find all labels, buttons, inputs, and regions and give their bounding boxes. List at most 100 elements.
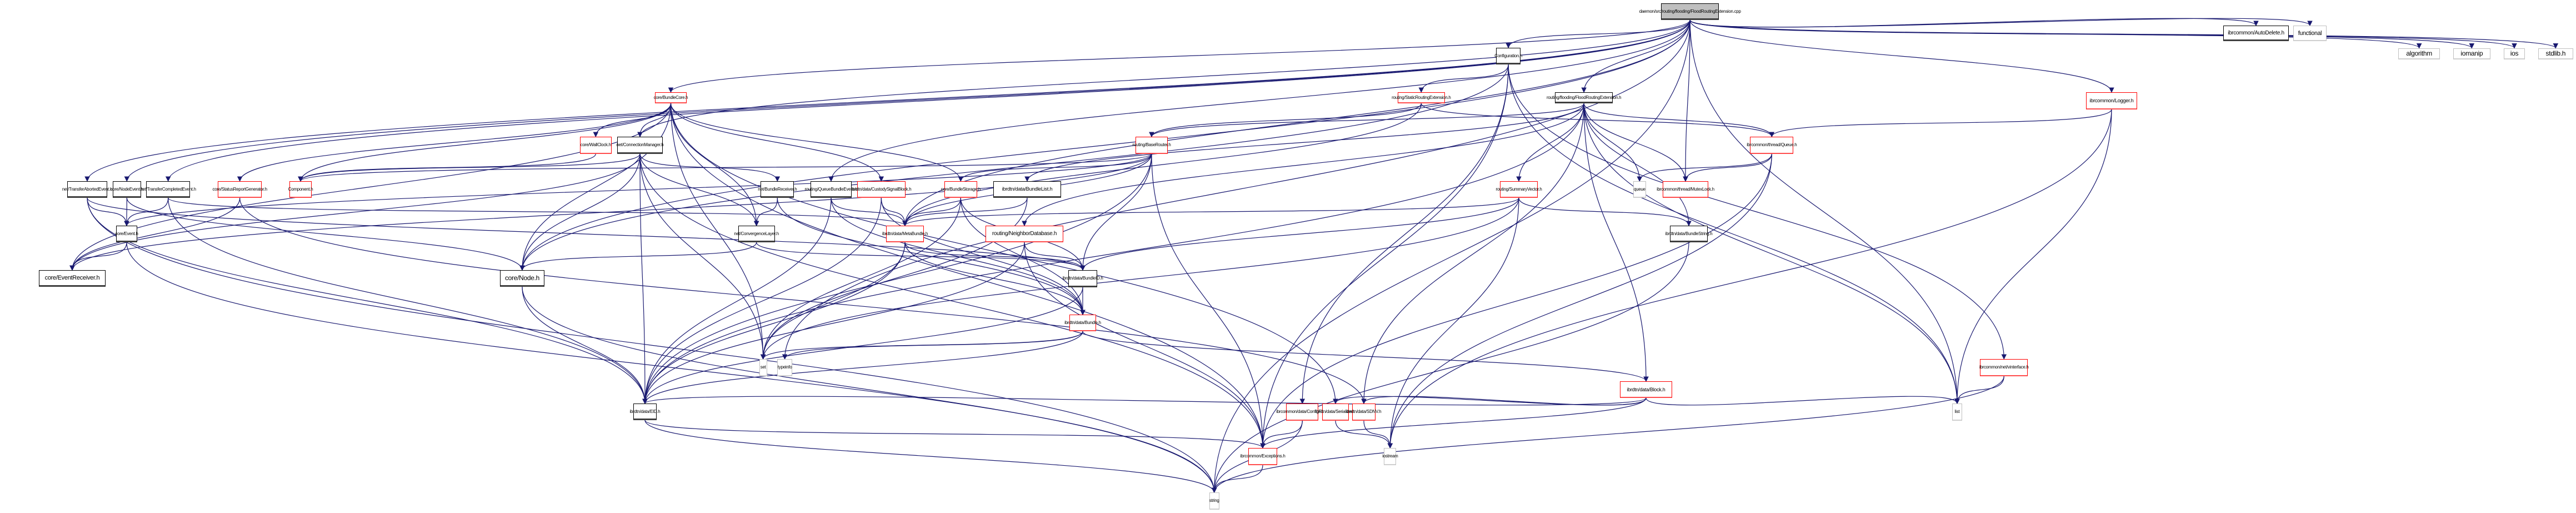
node-floodrouting-h[interactable]: routing/flooding/FloodRoutingExtension.h xyxy=(1547,92,1622,103)
edge-root-to-node xyxy=(519,19,1690,271)
edge-block-to-exceptions xyxy=(1260,397,1647,449)
edge-root-to-typeinfo xyxy=(782,19,1690,360)
node-serializer[interactable]: ibrdtn/data/Serializer.h xyxy=(1315,404,1356,421)
edge-block-to-eid xyxy=(642,396,1647,406)
node-connmgr[interactable]: net/ConnectionManager.h xyxy=(617,137,664,154)
edge-floodrouting_h-to-queue_h xyxy=(1583,103,1775,137)
edge-block-to-sdnv xyxy=(1361,396,1647,406)
edge-floodrouting_h-to-baserouter xyxy=(1149,103,1584,137)
edge-root-to-bundlecore xyxy=(668,19,1690,93)
node-exceptions[interactable]: ibrcommon/Exceptions.h xyxy=(1241,448,1286,465)
node-typeinfo: typeinfo xyxy=(777,359,792,376)
edge-bundleid-to-eid xyxy=(642,287,1083,404)
node-custodysignal[interactable]: ibrdtn/data/CustodySignalBlock.h xyxy=(851,181,912,198)
edge-bundlecore-to-exceptions xyxy=(670,103,1266,449)
edge-baserouter-to-eid xyxy=(642,153,1152,404)
node-logger[interactable]: ibrcommon/Logger.h xyxy=(2086,92,2137,109)
node-neighbordb[interactable]: routing/NeighborDatabase.h xyxy=(986,226,1063,242)
edge-floodrouting_h-to-queue xyxy=(1583,103,1643,182)
node-algorithm: algorithm xyxy=(2398,48,2440,59)
node-vinterface[interactable]: ibrcommon/net/vinterface.h xyxy=(1979,359,2029,376)
edge-summaryvector-to-bundleid xyxy=(1080,197,1519,271)
edge-neighbordb-to-eid xyxy=(642,242,1025,404)
edge-bundle-to-block xyxy=(1082,331,1649,382)
edge-bundlecore-to-node xyxy=(519,103,672,271)
node-configfile[interactable]: ibrcommon/data/ConfigFile.h xyxy=(1276,404,1329,421)
edge-block-to-list xyxy=(1645,396,1960,406)
edge-logger-to-list xyxy=(1954,109,2112,404)
edge-baserouter-to-eventreceiver xyxy=(69,153,1152,271)
node-queuebundleevent[interactable]: routing/QueueBundleEvent.h xyxy=(805,181,858,198)
edge-root-to-stdlib xyxy=(1689,19,2558,49)
edge-connmgr-to-eventreceiver xyxy=(69,153,641,271)
node-set: set xyxy=(759,359,767,376)
edge-event-to-string xyxy=(126,242,1217,493)
edge-exceptions-to-string xyxy=(1211,465,1263,493)
edge-summaryvector-to-metabundle xyxy=(902,197,1519,226)
edge-summaryvector-to-set xyxy=(760,197,1519,360)
node-mutexlock[interactable]: ibrcommon/thread/MutexLock.h xyxy=(1657,181,1714,198)
edge-configuration-to-configfile xyxy=(1299,64,1509,404)
node-staticrouting[interactable]: routing/StaticRoutingExtension.h xyxy=(1392,92,1451,103)
node-block[interactable]: ibrdtn/data/Block.h xyxy=(1620,381,1672,398)
node-autodelete[interactable]: ibrcommon/AutoDelete.h xyxy=(2223,26,2289,41)
edge-root-to-floodrouting_h xyxy=(1581,19,1690,93)
node-bundlelist[interactable]: ibrdtn/data/BundleList.h xyxy=(993,181,1061,198)
node-statusreport[interactable]: core/StatusReportGenerator.h xyxy=(213,181,267,198)
node-metabundle[interactable]: ibrdtn/data/MetaBundle.h xyxy=(882,226,928,242)
edge-configuration-to-exceptions xyxy=(1260,64,1509,449)
edge-bundle-to-eid xyxy=(642,331,1083,404)
node-bundle[interactable]: ibrdtn/data/Bundle.h xyxy=(1064,315,1101,331)
node-baserouter[interactable]: routing/BaseRouter.h xyxy=(1132,137,1171,154)
edge-node-to-string xyxy=(522,286,1217,493)
edge-floodrouting_h-to-block xyxy=(1583,103,1649,382)
edge-configuration-to-list xyxy=(1508,64,1960,404)
node-queue-h[interactable]: ibrcommon/thread/Queue.h xyxy=(1747,137,1797,154)
edge-eid-to-exceptions xyxy=(644,420,1266,449)
node-component[interactable]: Component.h xyxy=(288,181,313,198)
node-bundlestring[interactable]: ibrdtn/data/BundleString.h xyxy=(1665,226,1713,242)
edge-queue_h-to-mutexlock xyxy=(1683,153,1772,182)
node-summaryvector[interactable]: routing/SummaryVector.h xyxy=(1496,181,1542,198)
node-transfercompleted[interactable]: net/TransferCompletedEvent.h xyxy=(141,181,196,198)
edge-baserouter-to-event xyxy=(124,153,1152,226)
edge-summaryvector-to-iostream xyxy=(1387,197,1519,449)
node-eventreceiver[interactable]: core/EventReceiver.h xyxy=(39,270,106,287)
node-bundlecore[interactable]: core/BundleCore.h xyxy=(654,92,688,103)
edge-staticrouting-to-metabundle xyxy=(902,103,1422,226)
node-transferaborted[interactable]: net/TransferAbortedEvent.h xyxy=(62,181,112,198)
edge-floodrouting_h-to-summaryvector xyxy=(1516,103,1584,182)
node-node[interactable]: core/Node.h xyxy=(500,270,544,287)
node-configuration[interactable]: Configuration.h xyxy=(1494,48,1522,64)
node-wallclock[interactable]: core/WallClock.h xyxy=(580,137,612,154)
edge-metabundle-to-set xyxy=(760,242,906,360)
edge-custodysignal-to-bundle xyxy=(881,197,1086,315)
node-root[interactable]: daemon/src/routing/flooding/FloodRouting… xyxy=(1639,3,1741,20)
node-nodeevent[interactable]: core/NodeEvent.h xyxy=(111,181,143,198)
edge-root-to-list xyxy=(1689,19,1960,404)
edge-root-to-autodelete xyxy=(1689,18,2259,28)
edge-bundlecore-to-custodysignal xyxy=(670,103,884,182)
edge-queuebundleevent-to-bundle xyxy=(831,197,1086,315)
edge-root-to-transfercompleted xyxy=(166,19,1690,182)
edge-sdnv-to-iostream xyxy=(1363,420,1393,449)
node-bundlereceiver[interactable]: net/BundleReceiver.h xyxy=(758,181,797,198)
edge-root-to-connmgr xyxy=(637,19,1690,137)
edge-connmgr-to-component xyxy=(298,153,641,182)
edge-nodeevent-to-node xyxy=(126,197,525,271)
edge-root-to-functional xyxy=(1689,18,2313,28)
node-queue: queue xyxy=(1633,181,1646,198)
node-sdnv[interactable]: ibrdtn/data/SDNV.h xyxy=(1347,404,1382,421)
node-eid[interactable]: ibrdtn/data/EID.h xyxy=(630,404,661,420)
node-convergence[interactable]: net/ConvergenceLayer.h xyxy=(734,226,779,242)
edge-wallclock-to-component xyxy=(298,153,596,182)
edge-configfile-to-exceptions xyxy=(1260,420,1303,449)
node-bundleid[interactable]: ibrdtn/data/BundleID.h xyxy=(1062,270,1103,287)
edge-bundlereceiver-to-convergence xyxy=(753,197,778,226)
edge-logger-to-iostream xyxy=(1387,109,2112,449)
edge-configuration-to-staticrouting xyxy=(1418,64,1509,93)
edge-bundlecore-to-eventreceiver xyxy=(69,103,672,271)
node-event[interactable]: core/Event.h xyxy=(115,226,138,242)
node-bundlestorage[interactable]: core/BundleStorage.h xyxy=(941,181,981,198)
